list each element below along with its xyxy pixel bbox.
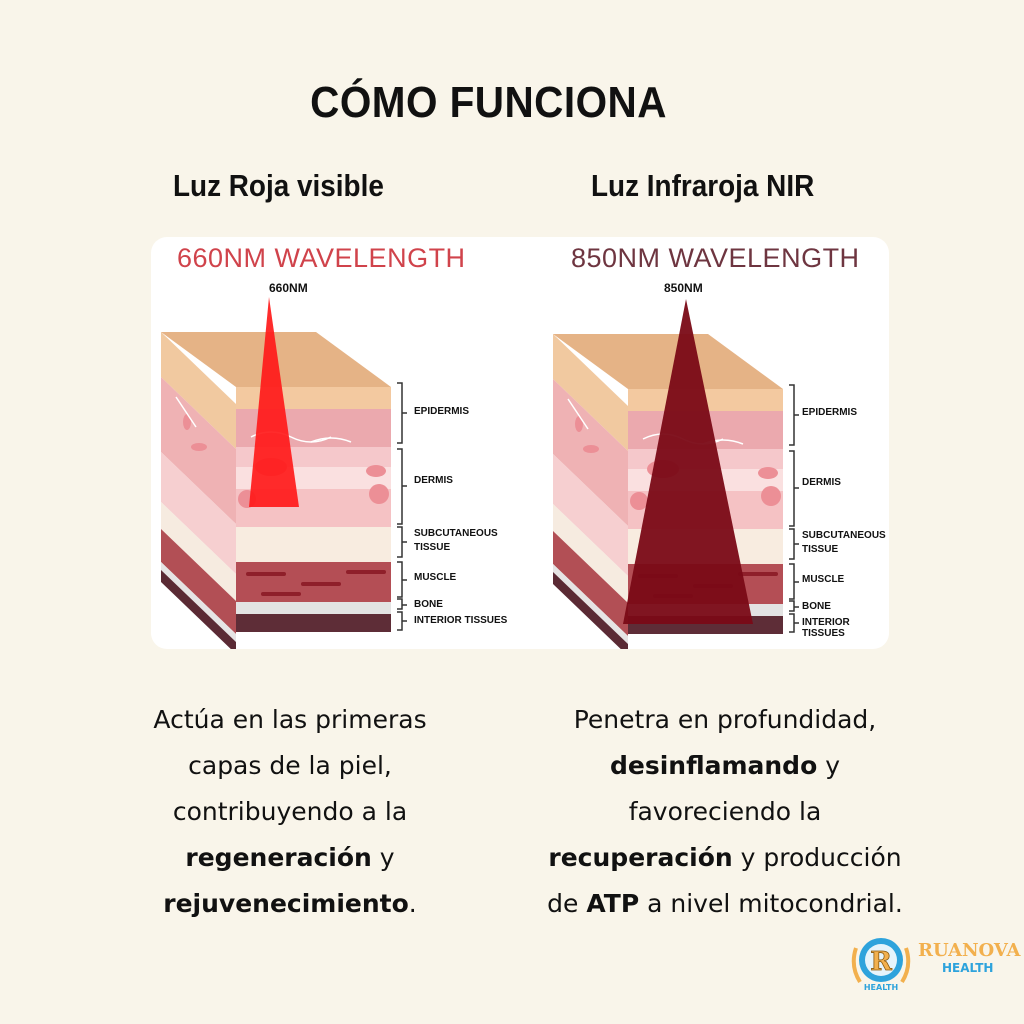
red-light-heading: Luz Roja visible [173,168,384,203]
layer-label-tissue: TISSUE [414,542,451,553]
logo-badge-icon: R HEALTH [851,938,911,992]
skin-diagram-660 [160,297,408,649]
red-beam-icon [249,297,299,507]
logo-brand-sub: HEALTH [942,961,994,975]
red-light-description: Actúa en las primeras capas de la piel, … [153,705,427,918]
layer-label-subcutaneous: SUBCUTANEOUS [802,530,886,541]
layer-label-bone: BONE [802,601,831,612]
layer-label-muscle: MUSCLE [414,572,457,583]
layer-label-muscle: MUSCLE [802,574,845,585]
nir-light-description: Penetra en profundidad, desinflamando y … [547,705,903,918]
850-beam-label: 850NM [664,281,703,295]
page-title: CÓMO FUNCIONA [310,78,667,127]
layer-label-bone: BONE [414,599,443,610]
layer-label-epidermis: EPIDERMIS [414,406,470,417]
skin-diagram-850 [552,299,800,649]
660-wavelength-title: 660NM WAVELENGTH [177,243,466,273]
layer-label-tissue: TISSUE [802,544,839,555]
layer-label-epidermis: EPIDERMIS [802,407,858,418]
svg-text:HEALTH: HEALTH [864,983,898,992]
svg-text:R: R [870,947,892,977]
660-beam-label: 660NM [269,281,308,295]
850-wavelength-title: 850NM WAVELENGTH [571,243,860,273]
ruanova-health-logo: R HEALTH RUANOVA HEALTH [848,930,1020,1000]
layer-label-interior: INTERIOR TISSUES [802,617,850,639]
wavelength-diagram-panel: 660NM WAVELENGTH 660NM 850NM WAVELENGTH … [151,237,889,649]
layer-label-dermis: DERMIS [802,477,841,488]
layer-label-dermis: DERMIS [414,475,453,486]
layer-label-interior: INTERIOR TISSUES [414,615,508,626]
nir-light-heading: Luz Infraroja NIR [591,168,815,203]
logo-brand-name: RUANOVA [918,940,1021,961]
nir-beam-icon [623,299,753,624]
layer-label-subcutaneous: SUBCUTANEOUS [414,528,498,539]
